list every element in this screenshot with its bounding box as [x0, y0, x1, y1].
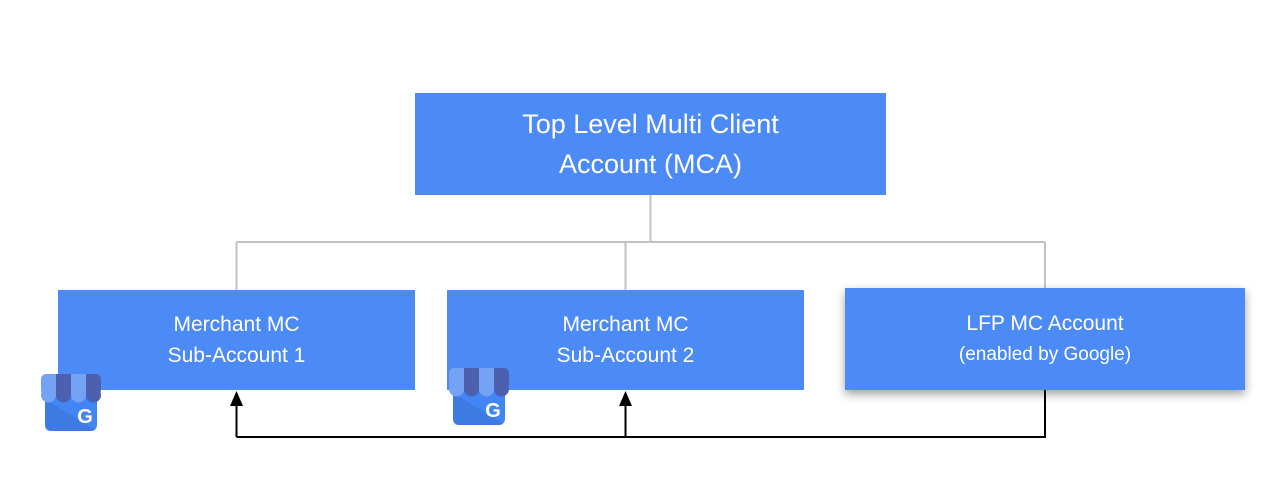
gmb-awning-scallops — [449, 381, 509, 397]
node-label-line: Merchant MC — [173, 313, 300, 336]
node-label-line: LFP MC Account — [966, 312, 1124, 335]
node-label-line: Account (MCA) — [558, 149, 743, 179]
google-my-business-icon: G — [449, 368, 509, 425]
gmb-g-letter: G — [485, 400, 501, 422]
gmb-store-body — [453, 387, 505, 425]
arrow-lfp-stem — [236, 390, 1046, 438]
gmb-g-letter: G — [77, 406, 93, 428]
node-top-level-mca: Top Level Multi Client Account (MCA) — [415, 93, 886, 195]
node-label-line: Merchant MC — [562, 313, 689, 336]
gmb-store-body — [45, 393, 97, 431]
node-label-line: Sub-Account 1 — [167, 344, 306, 367]
arrow-connectors — [235, 390, 1046, 438]
arrowhead-sub2 — [619, 391, 632, 406]
gmb-store-shade — [453, 393, 505, 425]
arrow-heads — [230, 391, 632, 406]
node-label-line: Top Level Multi Client — [522, 109, 779, 139]
gmb-awning-scallops — [41, 387, 101, 403]
node-label-line: Sub-Account 2 — [556, 344, 695, 367]
arrowhead-sub1 — [230, 391, 243, 406]
node-label-line: (enabled by Google) — [958, 344, 1132, 365]
node-merchant-sub-account-1: Merchant MC Sub-Account 1 — [58, 290, 415, 390]
node-lfp-mc-account: LFP MC Account (enabled by Google) — [845, 288, 1245, 390]
tree-connectors — [235, 195, 1046, 290]
google-my-business-icon: G — [41, 374, 101, 431]
gmb-store-shade — [45, 399, 97, 431]
